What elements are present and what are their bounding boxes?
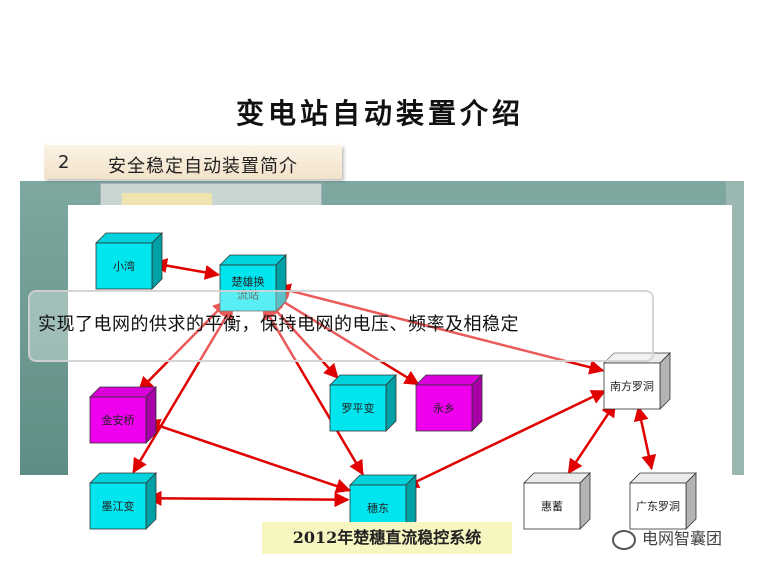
section-number: 2 [58, 152, 70, 173]
watermark: 电网智囊团 [612, 525, 722, 550]
overlay-box [28, 290, 654, 362]
node-label: 穗东 [367, 502, 389, 515]
node-label: 南方罗洞 [610, 379, 654, 393]
watermark-text: 电网智囊团 [642, 529, 723, 548]
node-guangdongluodong: 广东罗洞 [629, 472, 697, 530]
node-xiaowan: 小湾 [95, 232, 163, 290]
node-yongxiang: 永乡 [415, 374, 483, 432]
link-chuxiong-nanfangluodong [275, 283, 605, 375]
node-label: 金安桥 [102, 413, 135, 427]
node-huixu: 惠蓄 [523, 472, 591, 530]
node-label: 小湾 [113, 259, 135, 273]
node-luopingbian: 罗平变 [329, 374, 397, 432]
node-mojiangbian: 墨江变 [89, 472, 157, 530]
node-label: 惠蓄 [541, 499, 563, 513]
link-xiaowan-chuxiong [152, 258, 220, 280]
section-tab [44, 145, 342, 179]
node-label: 罗平变 [342, 401, 375, 415]
node-label: 广东罗洞 [636, 500, 680, 513]
node-suidong: 穗东 [349, 474, 417, 532]
link-suidong-jinanqiao [144, 418, 352, 494]
link-nanfangluodong-huixu [567, 401, 617, 475]
section-title: 安全稳定自动装置简介 [108, 156, 298, 177]
link-nanfangluodong-guangdongluodong [633, 405, 657, 471]
node-label: 永乡 [433, 401, 455, 415]
wechat-icon [612, 529, 636, 550]
node-label: 楚雄换 [232, 275, 265, 289]
node-nanfangluodong: 南方罗洞 [603, 352, 671, 410]
link-suidong-mojiangbian [146, 490, 350, 508]
node-label: 墨江变 [102, 499, 135, 513]
photo-label [122, 193, 212, 207]
diagram-caption: 2012年楚穗直流稳控系统 [262, 522, 512, 554]
slide-title: 变电站自动装置介绍 [235, 97, 524, 130]
node-jinanqiao: 金安桥 [89, 386, 157, 444]
overlay-text: 实现了电网的供求的平衡，保持电网的电压、频率及相稳定 [38, 314, 519, 335]
network-diagram: 小湾 楚雄换流站金安桥 罗平变 永乡墨江变 穗东 南方罗洞惠蓄 广东罗洞 [68, 205, 732, 558]
